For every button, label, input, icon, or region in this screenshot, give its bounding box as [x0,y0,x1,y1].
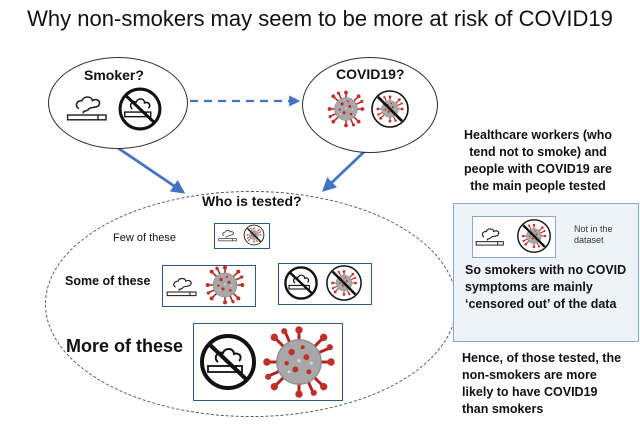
smoker-to-tested-arrow [117,146,186,194]
tested-label: Who is tested? [202,193,302,209]
crossed-virus-icon [370,89,410,129]
not-in-dataset-label: Not in the dataset [574,224,613,245]
page-title: Why non-smokers may seem to be more at r… [27,6,613,31]
smoker-label: Smoker? [84,67,144,83]
virus-icon [262,325,336,399]
no-smoking-icon [118,87,162,131]
no-smoking-icon [200,334,256,390]
healthcare-note: Healthcare workers (who tend not to smok… [464,128,612,193]
crossed-virus-icon [325,264,363,302]
row-few-label: Few of these [113,232,176,244]
no-smoking-icon [284,266,318,300]
cigarette-icon [218,230,237,242]
row-some-label: Some of these [65,274,151,288]
smoker-node [48,57,188,149]
censored-note: So smokers with no COVID symptoms are ma… [465,263,627,311]
crossed-virus-icon [516,218,552,254]
covid-label: COVID19? [336,66,405,82]
cigarette-icon [66,96,107,121]
virus-icon [327,90,365,128]
covid-node [302,57,438,153]
cigarette-icon [166,277,197,297]
virus-icon [205,265,245,305]
crossed-virus-icon [243,224,265,246]
row-more-label: More of these [66,336,184,356]
cigarette-icon [475,228,504,246]
covid-to-tested-arrow [321,148,367,192]
conclusion-note: Hence, of those tested, the non-smokers … [462,351,622,416]
